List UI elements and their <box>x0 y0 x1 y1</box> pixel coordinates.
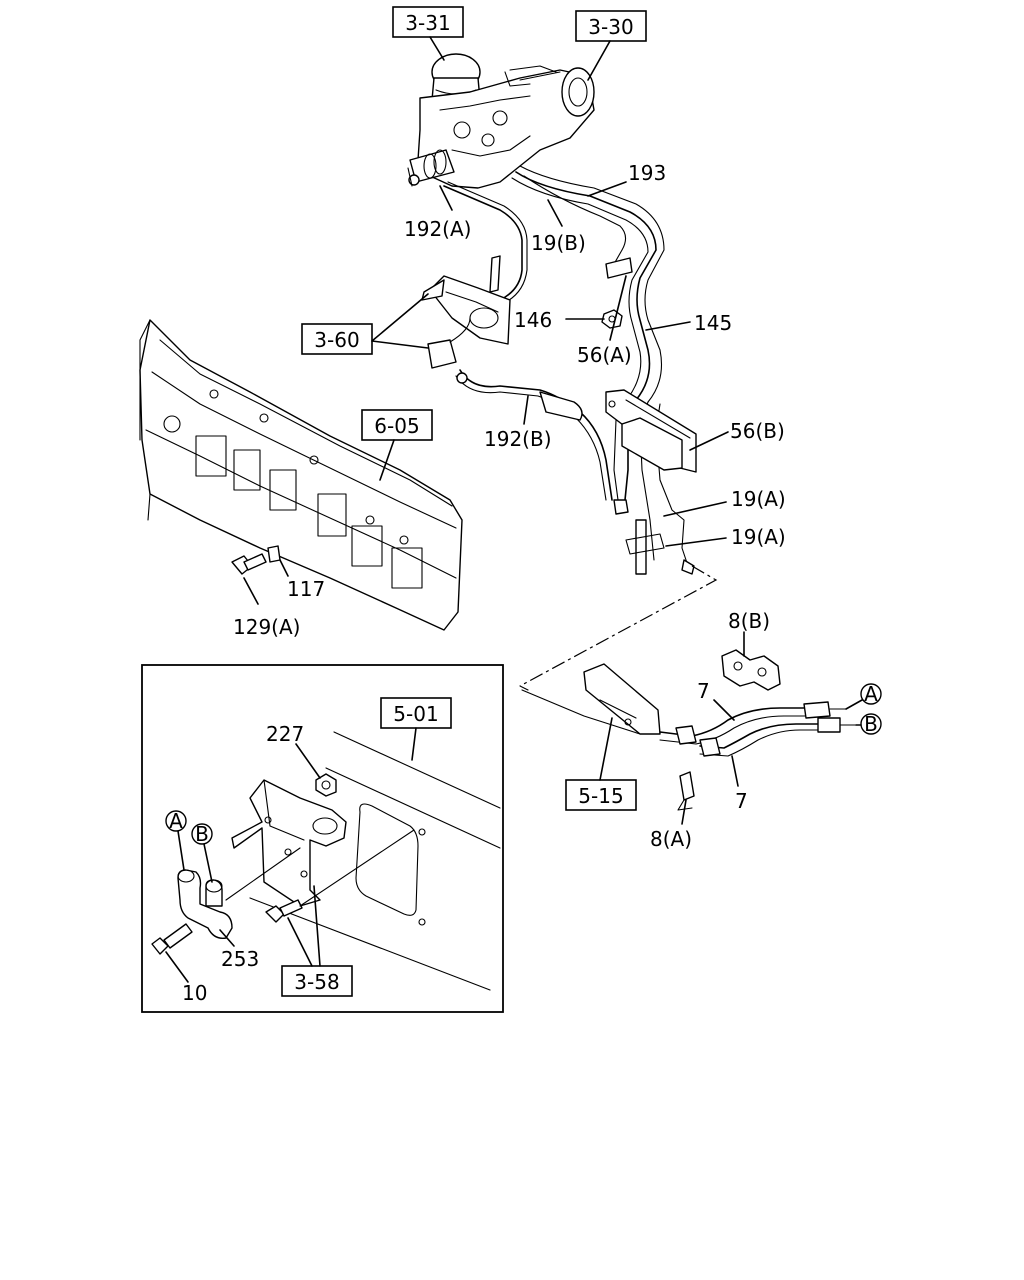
bolt-129a <box>231 553 267 605</box>
connection-dashed <box>519 565 718 691</box>
ref-3-60-label: 3-60 <box>314 328 359 352</box>
ref-box-5-01: 5-01 <box>380 697 452 761</box>
label-19a-1: 19(A) <box>731 487 786 511</box>
clip-117 <box>267 545 289 577</box>
ref-box-6-05: 6-05 <box>361 409 433 481</box>
ref-3-30-label: 3-30 <box>588 15 633 39</box>
ref-box-3-30: 3-30 <box>575 10 647 81</box>
ref-6-05-label: 6-05 <box>374 414 419 438</box>
ref-5-15-label: 5-15 <box>578 784 623 808</box>
brake-pipes <box>443 165 695 575</box>
ref-3-31-label: 3-31 <box>405 11 450 35</box>
valve-block <box>605 389 697 473</box>
nut-146 <box>601 309 623 329</box>
ref-5-01-label: 5-01 <box>393 702 438 726</box>
part-labels: 193 192(A) 19(B) 146 145 56(A) 192(B) 56… <box>182 161 786 1005</box>
label-129a: 129(A) <box>233 615 300 639</box>
label-253: 253 <box>221 947 259 971</box>
label-117: 117 <box>287 577 325 601</box>
accumulator-cylinder <box>539 391 583 421</box>
clip-56a <box>605 257 633 279</box>
ref-box-3-58: 3-58 <box>281 885 353 997</box>
label-10: 10 <box>182 981 207 1005</box>
label-8b: 8(B) <box>728 609 770 633</box>
leader-lines <box>165 181 745 983</box>
clip-8a <box>677 771 695 811</box>
label-7-upper: 7 <box>697 679 710 703</box>
front-panel <box>139 319 463 631</box>
label-192b: 192(B) <box>484 427 552 451</box>
label-19b: 19(B) <box>531 231 586 255</box>
clip-8b <box>721 649 781 691</box>
label-19a-2: 19(A) <box>731 525 786 549</box>
pressure-switch <box>421 255 511 384</box>
label-192a: 192(A) <box>404 217 471 241</box>
label-145: 145 <box>694 311 732 335</box>
cross-member-5-15 <box>521 663 661 735</box>
marker-a-left: A <box>169 809 183 833</box>
svg-text:B: B <box>864 712 878 736</box>
label-8a: 8(A) <box>650 827 692 851</box>
label-227: 227 <box>266 722 304 746</box>
ref-box-3-31: 3-31 <box>392 6 464 61</box>
marker-b-right: B <box>855 712 882 736</box>
ref-box-3-60: 3-60 <box>301 293 429 355</box>
hydraulic-unit <box>407 53 595 189</box>
label-56a: 56(A) <box>577 343 632 367</box>
marker-a-right: A <box>845 682 882 710</box>
marker-b-left: B <box>195 822 209 846</box>
ref-box-5-15: 5-15 <box>565 717 637 811</box>
label-7-lower: 7 <box>735 789 748 813</box>
label-146: 146 <box>514 308 552 332</box>
label-193: 193 <box>628 161 666 185</box>
flex-hoses <box>659 701 857 757</box>
ref-3-58-label: 3-58 <box>294 970 339 994</box>
svg-text:A: A <box>864 682 878 706</box>
label-56b: 56(B) <box>730 419 785 443</box>
